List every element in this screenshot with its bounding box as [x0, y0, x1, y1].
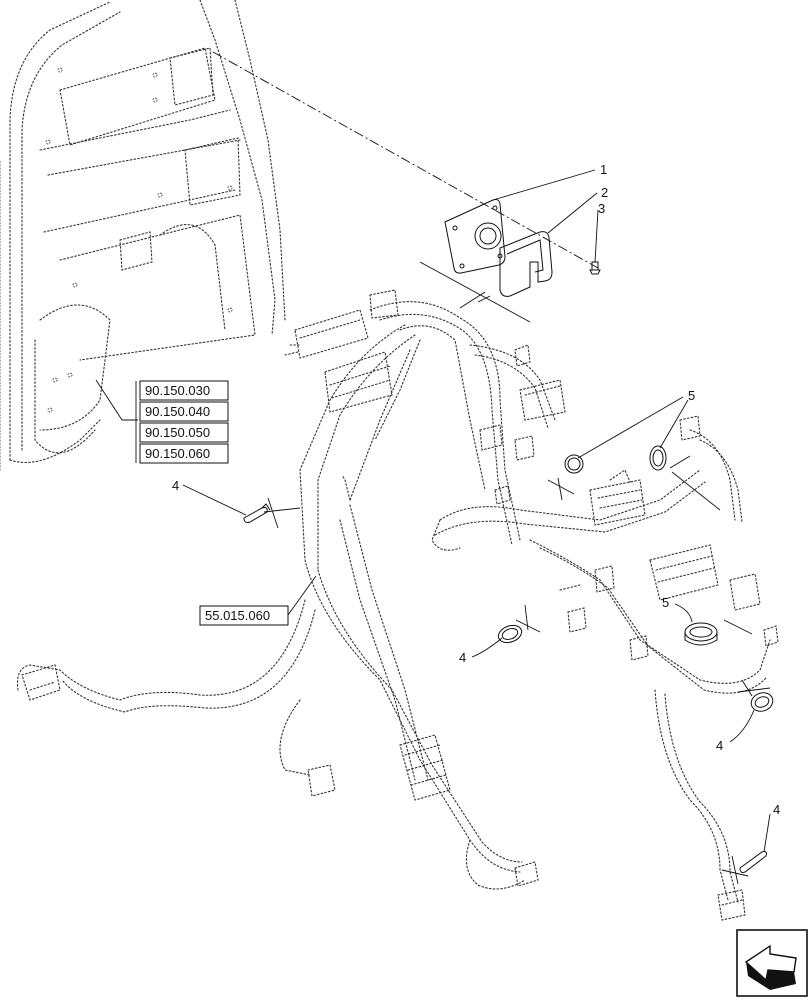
callout-4-mid: 4: [459, 650, 466, 665]
ref-box-4[interactable]: [139, 443, 229, 464]
ref-code-4: 90.150.060: [145, 446, 210, 461]
callout-1: 1: [600, 162, 607, 177]
break-symbols: [263, 455, 771, 885]
callout-5-lower: 5: [662, 595, 669, 610]
clip-4-right: [750, 692, 774, 712]
ref-code-1: 90.150.030: [145, 383, 210, 398]
part-2-gasket: [499, 231, 553, 297]
clamp-5-left: [564, 454, 584, 474]
callout-4-bottom-right: 4: [773, 802, 780, 817]
main-harness: [16, 289, 779, 921]
leader-5a: [577, 396, 684, 459]
reference-box-group: 90.150.030 90.150.040 90.150.050 90.150.…: [95, 379, 229, 464]
cab-panel-drawing: [0, 0, 286, 471]
leader-4a: [182, 484, 247, 516]
leader-3: [594, 209, 599, 263]
break-symbol-top: [419, 261, 531, 323]
clamp-5-right: [649, 445, 667, 471]
leader-2: [547, 192, 598, 234]
alignment-line: [212, 51, 599, 269]
ref-code-3: 90.150.050: [145, 425, 210, 440]
leader-4d: [763, 813, 771, 853]
leader-1: [492, 169, 596, 201]
harness-ref-code: 55.015.060: [205, 608, 270, 623]
next-page-arrow-icon[interactable]: [736, 929, 808, 997]
callout-5-top: 5: [688, 388, 695, 403]
harness-reference: 55.015.060: [199, 575, 317, 626]
leader-4b: [471, 637, 503, 658]
callout-2: 2: [601, 185, 608, 200]
leader-5b: [659, 399, 689, 449]
callout-4-top-left: 4: [172, 478, 179, 493]
callout-3: 3: [598, 201, 605, 216]
clamp-5-lower: [684, 622, 718, 646]
ref-box-3[interactable]: [139, 422, 229, 443]
leader-4c: [729, 709, 755, 743]
harness-ref-box[interactable]: [199, 605, 289, 626]
callout-4-right: 4: [716, 738, 723, 753]
ref-code-2: 90.150.040: [145, 404, 210, 419]
ref-box-1[interactable]: [139, 380, 229, 401]
clip-4-bottom-right: [739, 851, 767, 873]
leader-5c: [674, 603, 693, 623]
ref-box-2[interactable]: [139, 401, 229, 422]
clip-4-top-left: [243, 503, 271, 523]
part-3-screw: [589, 261, 601, 275]
clip-4-mid: [497, 624, 523, 644]
